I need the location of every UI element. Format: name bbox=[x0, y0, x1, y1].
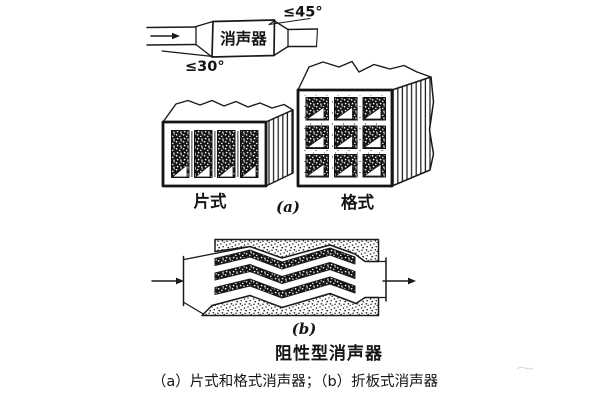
scan-smudge bbox=[516, 366, 534, 370]
muffler-box-label: 消声器 bbox=[220, 29, 267, 48]
angle-45-leader-tick bbox=[268, 19, 276, 26]
inlet-pipe-bottom-line bbox=[146, 43, 197, 46]
outlet-cone-bottom-line bbox=[273, 45, 289, 57]
b-outlet-arrow-head bbox=[408, 277, 416, 285]
outlet-angle-note: ≤45° bbox=[283, 5, 323, 21]
channel-floor-triangle bbox=[172, 164, 188, 178]
inline-muffler-schematic bbox=[146, 17, 319, 58]
grid-box-hatched-side-face bbox=[391, 76, 435, 187]
angle-45-leader-line bbox=[268, 17, 311, 26]
absorber-panel bbox=[194, 130, 213, 178]
grid-muffler-3d bbox=[296, 60, 435, 188]
figure-subtitle: （a）片式和格式消声器；（b）折板式消声器 bbox=[152, 372, 439, 390]
angle-30-reference-line bbox=[161, 50, 214, 58]
plate-type-label: 片式 bbox=[194, 191, 228, 211]
cell-floor-triangle bbox=[335, 106, 353, 120]
outlet-pipe-end-line bbox=[315, 28, 319, 48]
absorber-panel bbox=[171, 130, 190, 178]
cell-floor-triangle bbox=[306, 163, 325, 177]
inlet-pipe-top-line bbox=[146, 26, 197, 29]
b-inlet-cone-top-line bbox=[183, 246, 249, 261]
b-folded-plate bbox=[214, 276, 356, 299]
b-bottom-absorbent-lining bbox=[201, 292, 380, 317]
outlet-pipe-top-line bbox=[287, 28, 319, 31]
cell-floor-triangle bbox=[306, 135, 325, 148]
folded-plate-muffler bbox=[151, 238, 416, 317]
absorber-panel bbox=[240, 130, 259, 178]
inlet-angle-note: ≤30° bbox=[185, 59, 225, 75]
inlet-flow-arrow-head bbox=[172, 32, 180, 40]
plate-muffler-3d bbox=[161, 99, 294, 188]
b-inlet-cone-bottom-line bbox=[183, 301, 206, 316]
cell-floor-triangle bbox=[335, 135, 353, 148]
plate-box-hatched-side-face bbox=[265, 109, 294, 187]
cell-floor-triangle bbox=[306, 106, 325, 120]
cell-floor-triangle bbox=[335, 163, 353, 177]
channel-floor-triangle bbox=[195, 164, 211, 178]
channel-floor-triangle bbox=[218, 164, 234, 178]
grid-type-label: 格式 bbox=[341, 192, 375, 212]
outlet-cone-top-line bbox=[273, 20, 289, 31]
b-top-absorbent-lining bbox=[214, 238, 380, 263]
cell-floor-triangle bbox=[363, 163, 382, 177]
cell-floor-triangle bbox=[363, 135, 382, 148]
b-folded-plate bbox=[214, 247, 356, 270]
cell-floor-triangle bbox=[363, 106, 382, 120]
figure-title: 阻性型消声器 bbox=[275, 343, 383, 364]
plate-box-torn-top-face bbox=[162, 99, 294, 123]
b-folded-plate bbox=[214, 262, 356, 284]
inlet-cone-bottom-line bbox=[195, 43, 213, 58]
channel-floor-triangle bbox=[241, 164, 257, 178]
panel-b-tag: (b) bbox=[292, 320, 317, 338]
b-inlet-arrow-head bbox=[176, 277, 184, 285]
inlet-cone-top-line bbox=[195, 20, 214, 28]
absorber-panel bbox=[217, 130, 236, 178]
panel-a-tag: (a) bbox=[276, 198, 300, 216]
